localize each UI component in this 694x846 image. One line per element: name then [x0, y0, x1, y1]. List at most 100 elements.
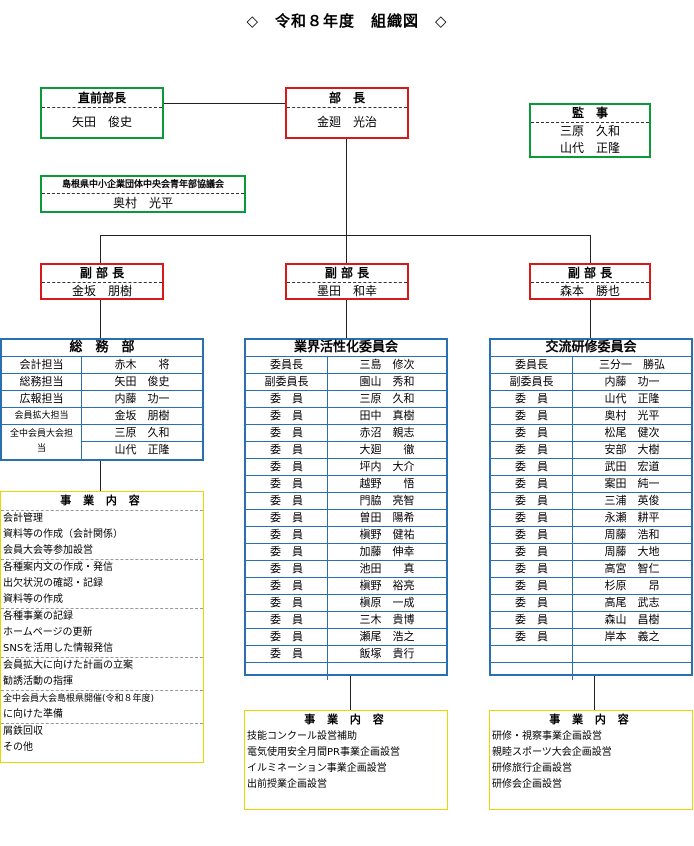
exchange-business-box: 事 業 内 容 研修・視察事業企画設営 親睦スポーツ大会企画設営 研修旅行企画設… — [489, 710, 693, 810]
exchange-business-title: 事 業 内 容 — [549, 713, 633, 726]
vice-head-role-1: 副 部 長 — [42, 265, 162, 283]
industry-committee-title: 業界活性化委員会 — [246, 340, 446, 357]
general-affairs-box: 総 務 部 会計担当赤木 将 総務担当矢田 俊史 広報担当内藤 功一 会員拡大担… — [0, 338, 204, 461]
table-row: 委 員 田中 真樹 — [246, 408, 446, 425]
connector-prev-head — [162, 103, 286, 104]
member-name: 加藤 伸幸 — [359, 545, 415, 558]
member-role: 委員長 — [491, 357, 573, 373]
member-role: 委 員 — [246, 476, 328, 492]
member-role: 委 員 — [246, 408, 328, 424]
table-row: 副委員長園山 秀和 — [246, 374, 446, 391]
business-group: 会員拡大に向けた計画の立案 勧誘活動の指揮 — [1, 657, 203, 690]
vice-head-role-2: 副 部 長 — [287, 265, 407, 283]
member-name: 岸本 義之 — [604, 630, 660, 643]
member-name: 三島 修次 — [359, 358, 415, 371]
list-item: 電気使用安全月間PR事業企画設営 — [247, 747, 400, 758]
auditor-role: 監 事 — [531, 105, 649, 123]
previous-head-role: 直前部長 — [42, 89, 162, 108]
member-name: 武田 宏道 — [604, 460, 660, 473]
connector-vp3-koryu — [590, 300, 591, 338]
member-role: 委 員 — [246, 629, 328, 645]
member-role: 副委員長 — [491, 374, 573, 390]
connector-koryu-jigyo — [594, 676, 595, 710]
vice-head-name-2: 墨田 和幸 — [316, 284, 377, 298]
member-role: 委 員 — [246, 527, 328, 543]
table-row: 委 員槇野 健祐 — [246, 527, 446, 544]
vice-head-box-1: 副 部 長 金坂 朋樹 — [40, 263, 164, 300]
previous-head-box: 直前部長 矢田 俊史 — [40, 87, 164, 139]
member-name: 山代 正隆 — [604, 392, 660, 405]
business-group: 会計管理 資料等の作成（会計関係） 会員大会等参加設営 — [1, 510, 203, 559]
member-role: 委 員 — [246, 595, 328, 611]
member-name: 杉原 昂 — [604, 579, 660, 592]
page-title: ◇ 令和８年度 組織図 ◇ — [246, 12, 448, 30]
general-affairs-business-box: 事 業 内 容 会計管理 資料等の作成（会計関係） 会員大会等参加設営 各種案内… — [0, 491, 204, 763]
member-role: 委 員 — [491, 595, 573, 611]
list-item: 研修会企画設営 — [492, 779, 562, 790]
general-affairs-title: 総 務 部 — [2, 340, 202, 357]
exchange-committee-box: 交流研修委員会 委員長三分一 勝弘副委員長内藤 功一委 員山代 正隆委 員奥村 … — [489, 338, 693, 680]
member-role: 委 員 — [491, 476, 573, 492]
list-item: 技能コンクール設営補助 — [247, 731, 357, 742]
list-item: 研修・視察事業企画設営 — [492, 731, 602, 742]
table-row: 委 員三原 久和 — [246, 391, 446, 408]
list-item: 親睦スポーツ大会企画設営 — [492, 747, 612, 758]
table-row: 委 員赤沼 親志 — [246, 425, 446, 442]
member-name: 三分一 勝弘 — [599, 358, 665, 371]
table-row: 委 員奥村 光平 — [491, 408, 691, 425]
member-role: 委 員 — [246, 646, 328, 662]
member-role: 委 員 — [491, 578, 573, 594]
table-row: 委 員 杉原 昂 — [491, 578, 691, 595]
table-row: 委 員池田 真 — [246, 561, 446, 578]
table-row: 広報担当内藤 功一 — [2, 391, 202, 408]
member-name: 高尾 武志 — [604, 596, 660, 609]
table-row: 委 員 飯塚 貴行 — [246, 646, 446, 663]
table-row: 委 員高宮 智仁 — [491, 561, 691, 578]
member-name: 田中 真樹 — [359, 409, 415, 422]
member-name: 越野 悟 — [359, 477, 415, 490]
member-name: 三原 久和 — [359, 392, 415, 405]
member-name: 大廻 徹 — [359, 443, 415, 456]
industry-business-title: 事 業 内 容 — [304, 713, 388, 726]
list-item: 出前授業企画設営 — [247, 779, 327, 790]
head-box: 部 長 金廻 光治 — [285, 87, 409, 139]
table-row: 委 員周藤 大地 — [491, 544, 691, 561]
member-role: 委 員 — [491, 425, 573, 441]
member-role: 委 員 — [246, 459, 328, 475]
table-row: 委 員曽田 陽希 — [246, 510, 446, 527]
member-role: 委員長 — [246, 357, 328, 373]
member-role: 委 員 — [246, 578, 328, 594]
connector-vp2 — [346, 235, 347, 263]
table-row: 委員長 三島 修次 — [246, 357, 446, 374]
member-name: 園山 秀和 — [359, 375, 415, 388]
member-name: 案田 純一 — [604, 477, 660, 490]
table-row — [491, 663, 691, 680]
industry-committee-box: 業界活性化委員会 委員長三島 修次副委員長園山 秀和委 員三原 久和委 員田中 … — [244, 338, 448, 680]
table-row: 委 員三浦 英俊 — [491, 493, 691, 510]
council-name: 奥村 光平 — [112, 196, 173, 210]
member-role: 委 員 — [491, 612, 573, 628]
member-name: 飯塚 貴行 — [359, 647, 415, 660]
table-row: 総務担当矢田 俊史 — [2, 374, 202, 391]
member-name: 安部 大樹 — [604, 443, 660, 456]
table-row: 委 員武田 宏道 — [491, 459, 691, 476]
table-row: 委 員岸本 義之 — [491, 629, 691, 646]
vice-head-role-3: 副 部 長 — [531, 265, 649, 283]
table-row: 委 員 越野 悟 — [246, 476, 446, 493]
table-row: 委 員周藤 浩和 — [491, 527, 691, 544]
member-name: 松尾 健次 — [604, 426, 660, 439]
general-affairs-business-title: 事 業 内 容 — [60, 494, 144, 507]
table-row: 全中会員大会担 当三原 久和山代 正隆 — [2, 425, 202, 459]
table-row — [246, 663, 446, 680]
member-name: 周藤 浩和 — [604, 528, 660, 541]
member-name — [573, 663, 691, 680]
table-row: 委 員槇原 一成 — [246, 595, 446, 612]
connector-soumu-jigyo — [100, 461, 101, 491]
table-row: 委 員森山 昌樹 — [491, 612, 691, 629]
member-name: 周藤 大地 — [604, 545, 660, 558]
member-name: 奥村 光平 — [604, 409, 660, 422]
member-role: 委 員 — [491, 391, 573, 407]
connector-gyokai-jigyo — [350, 676, 351, 710]
head-role: 部 長 — [287, 89, 407, 108]
previous-head-name: 矢田 俊史 — [71, 115, 132, 129]
